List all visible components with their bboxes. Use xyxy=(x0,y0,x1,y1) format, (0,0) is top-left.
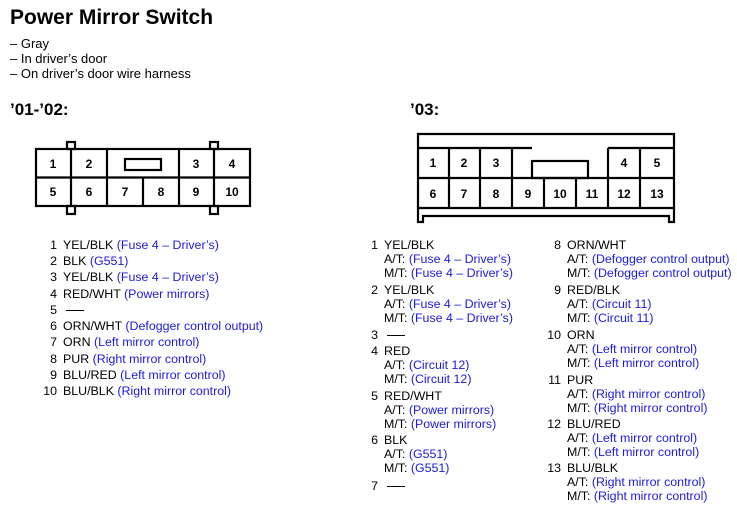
pin-0102-10: 10 xyxy=(225,185,239,199)
list-item-mt: M/T: (Right mirror control) xyxy=(567,401,708,415)
pin-03-8: 8 xyxy=(493,187,500,201)
pin-03-5: 5 xyxy=(654,156,661,170)
list-item-mt: M/T: (Power mirrors) xyxy=(384,417,497,431)
list-item-at: A/T: (Fuse 4 – Driver’s) xyxy=(384,252,511,266)
connector-diagrams: 1 2 3 4 5 6 7 8 9 10 1 2 3 4 5 6 7 8 9 1… xyxy=(34,132,676,224)
list-item-at: A/T: (Left mirror control) xyxy=(567,342,698,356)
connector-0102-shape xyxy=(34,140,252,216)
pin-0102-7: 7 xyxy=(122,185,129,199)
connector-03-shape xyxy=(416,132,676,224)
list-item-at: A/T: (Circuit 12) xyxy=(384,358,470,372)
list-item-mt: M/T: (Left mirror control) xyxy=(567,356,700,370)
pin-03-2: 2 xyxy=(461,156,468,170)
pin-03-3: 3 xyxy=(493,156,500,170)
pin-03-12: 12 xyxy=(617,187,631,201)
list-item-at: A/T: (Circuit 11) xyxy=(567,297,652,311)
pin-0102-6: 6 xyxy=(86,185,93,199)
pin-03-10: 10 xyxy=(553,187,567,201)
list-item-mt: M/T: (Defogger control output) xyxy=(567,266,732,280)
pin-0102-9: 9 xyxy=(193,185,200,199)
page-title: Power Mirror Switch xyxy=(10,6,214,29)
pin-0102-3: 3 xyxy=(193,157,200,171)
list-item-at: A/T: (Fuse 4 – Driver’s) xyxy=(384,297,511,311)
detail-color: – Gray xyxy=(10,36,50,51)
pin-03-6: 6 xyxy=(430,187,437,201)
pin-03-11: 11 xyxy=(586,187,599,201)
pin-0102-8: 8 xyxy=(158,185,165,199)
list-item-mt: M/T: (Fuse 4 – Driver’s) xyxy=(384,266,513,280)
list-item-mt: M/T: (Fuse 4 – Driver’s) xyxy=(384,311,513,325)
list-item-mt: M/T: (G551) xyxy=(384,461,450,475)
list-item-mt: M/T: (Left mirror control) xyxy=(567,445,700,459)
pin-03-4: 4 xyxy=(621,156,628,170)
list-item-mt: M/T: (Right mirror control) xyxy=(567,489,708,503)
no-wire-dash xyxy=(387,486,405,487)
pin-0102-2: 2 xyxy=(86,157,93,171)
list-item-mt: M/T: (Circuit 11) xyxy=(567,311,654,325)
pin-03-13: 13 xyxy=(650,187,664,201)
pin-0102-4: 4 xyxy=(229,157,236,171)
detail-location: – In driver’s door xyxy=(10,51,108,66)
list-item-at: A/T: (Left mirror control) xyxy=(567,431,698,445)
list-item-at: A/T: (Power mirrors) xyxy=(384,403,495,417)
list-item-at: A/T: (G551) xyxy=(384,447,448,461)
pin-0102-1: 1 xyxy=(50,157,57,171)
pin-0102-5: 5 xyxy=(50,185,57,199)
list-item-at: A/T: (Right mirror control) xyxy=(567,475,706,489)
no-wire-dash xyxy=(387,335,405,336)
pin-03-9: 9 xyxy=(525,187,532,201)
pin-03-1: 1 xyxy=(430,156,437,170)
connector-0102-year: ’01-’02: xyxy=(10,100,69,119)
connector-03-year: ’03: xyxy=(410,100,440,119)
list-item-mt: M/T: (Circuit 12) xyxy=(384,372,472,386)
pin-03-7: 7 xyxy=(461,187,468,201)
list-item-at: A/T: (Right mirror control) xyxy=(567,387,706,401)
no-wire-dash xyxy=(66,310,84,311)
list-item-at: A/T: (Defogger control output) xyxy=(567,252,730,266)
detail-harness: – On driver’s door wire harness xyxy=(10,66,191,81)
